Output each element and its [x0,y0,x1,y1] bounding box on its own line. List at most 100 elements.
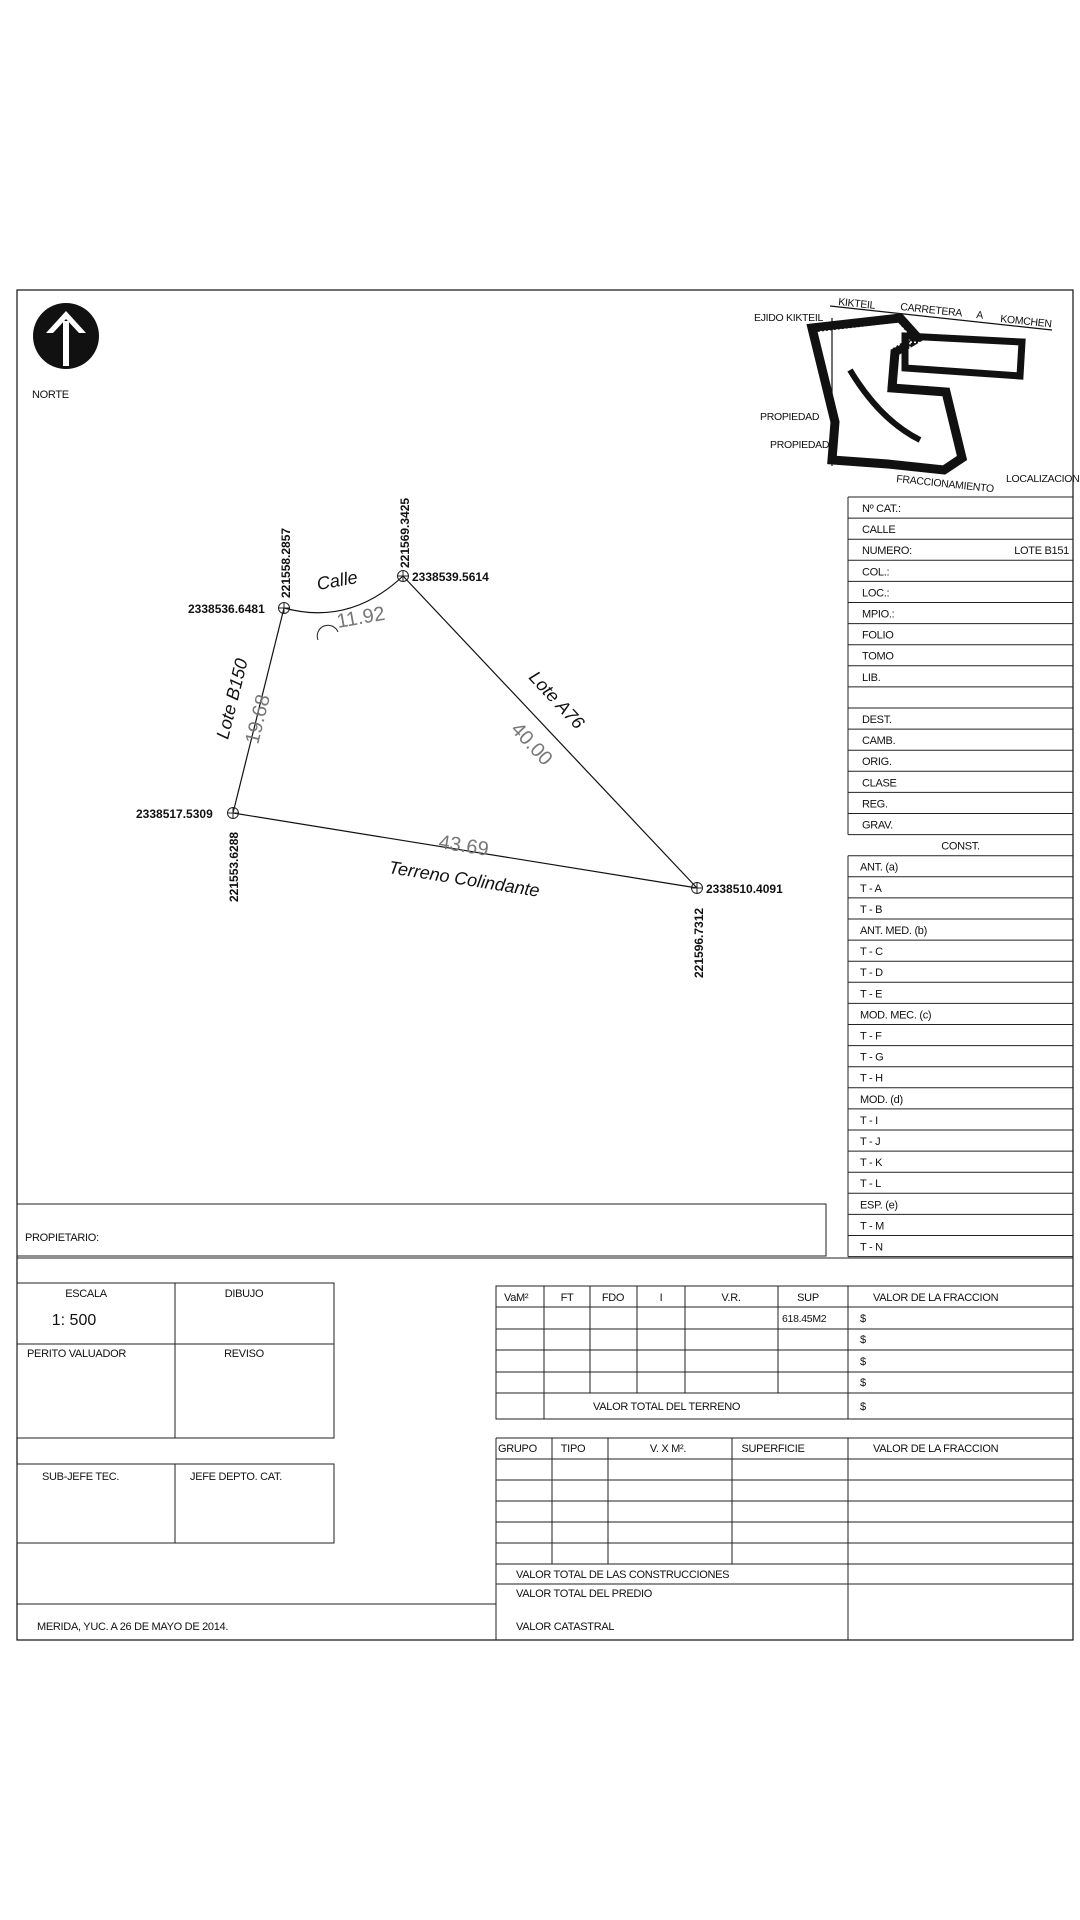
side-a76-length: 40.00 [506,718,556,770]
total-predio-label: VALOR TOTAL DEL PREDIO [516,1588,653,1600]
north-label: NORTE [32,389,69,401]
info-field-row: FOLIO [848,630,1073,646]
info-field-label: CAMB. [862,735,896,747]
const-row-label: ANT. MED. (b) [860,925,927,937]
escala-label: ESCALA [65,1288,108,1300]
land-header-sup: SUP [797,1292,819,1304]
map-label-propiedad-1: PROPIEDAD [760,411,820,423]
land-header-vr: V.R. [721,1292,740,1304]
side-b150-length: 19.68 [242,692,275,746]
info-field-label: MPIO.: [862,609,895,621]
vertex-1-coord-e: 2338536.6481 [188,602,265,616]
side-calle-length: 11.92 [335,603,387,633]
reviso-label: REVISO [224,1348,265,1360]
parcel-side-lote-a76 [402,575,698,889]
const-row-label: MOD. MEC. (c) [860,1009,931,1021]
vertex-4-coord-n: 221553.6288 [227,832,241,902]
side-a76-label: Lote A76 [525,667,589,734]
build-header-superficie: SUPERFICIE [741,1443,804,1455]
info-field-label: TOMO [862,651,894,663]
info-field-label: REG. [862,798,888,810]
const-row-label: T - G [860,1052,883,1064]
vertex-2-coord-e: 2338539.5614 [412,570,489,584]
arc-icon [316,624,339,641]
land-header-fdo: FDO [602,1292,625,1304]
build-header-tipo: TIPO [561,1443,586,1455]
info-field-row: NUMERO: LOTE B151 [848,545,1073,561]
dibujo-label: DIBUJO [225,1288,264,1300]
info-field-label: CLASE [862,777,897,789]
const-row-label: MOD. (d) [860,1094,903,1106]
vertex-marker-icon [278,602,290,614]
road-line [829,305,1053,331]
land-currency-total: $ [860,1401,866,1413]
sheet-border [16,289,1074,1641]
land-header-vam2: VaM² [504,1292,529,1304]
info-field-label: FOLIO [862,630,894,642]
build-header-vxm2: V. X M². [650,1443,687,1455]
info-field-label: NUMERO: [862,545,912,557]
land-currency-2: $ [860,1334,866,1346]
info-field-row: MPIO.: [848,609,1073,625]
const-row-label: T - K [860,1157,883,1169]
subjefe-label: SUB-JEFE TEC. [42,1471,119,1483]
construction-value-table: GRUPO TIPO V. X M². SUPERFICIE VALOR DE … [495,1437,1073,1640]
location-map: EJIDO KIKTEIL KIKTEIL CARRETERA A KOMCHE… [754,296,1080,495]
parcel-side-terreno [232,812,698,889]
side-calle-label: Calle [315,567,359,594]
info-field-row: LIB. [848,672,1073,688]
escala-value: 1: 500 [52,1312,97,1329]
info-field-row: CALLE [848,524,1073,540]
land-sup-value: 618.45M2 [782,1313,827,1325]
const-row-label: T - I [860,1115,878,1127]
info-field-row: DEST. [848,714,1073,730]
info-field-row: GRAV. [848,820,1073,836]
jefe-label: JEFE DEPTO. CAT. [190,1471,282,1483]
info-field-row: LOC.: [848,587,1073,603]
build-header-grupo: GRUPO [498,1443,538,1455]
info-field-label: COL.: [862,566,889,578]
land-header-i: I [660,1292,663,1304]
vertex-3-coord-e: 2338510.4091 [706,882,783,896]
place-date: MERIDA, YUC. A 26 DE MAYO DE 2014. [37,1621,228,1633]
land-currency-4: $ [860,1377,866,1389]
map-label-propiedad-2: PROPIEDAD [770,439,830,451]
info-field-row: CLASE [848,777,1073,793]
land-currency-3: $ [860,1356,866,1368]
info-field-row: CAMB. [848,735,1073,751]
vertex-marker-icon [397,570,409,582]
const-row-label: T - E [860,988,882,1000]
land-currency-1: $ [860,1313,866,1325]
north-arrow: NORTE [32,303,99,401]
signature-block: ESCALA 1: 500 DIBUJO PERITO VALUADOR REV… [16,1282,496,1633]
side-terreno-label: Terreno Colindante [387,857,541,901]
propietario-label: PROPIETARIO: [25,1232,99,1244]
map-label-ejido: EJIDO KIKTEIL [754,312,823,324]
vertex-marker-icon [227,807,239,819]
info-field-value: LOTE B151 [1014,545,1069,557]
info-field-label: LIB. [862,672,881,684]
land-header-valor: VALOR DE LA FRACCION [873,1292,999,1304]
const-row-label: T - F [860,1031,882,1043]
catastral-label: VALOR CATASTRAL [516,1621,614,1633]
const-row-label: T - N [860,1242,883,1254]
land-header-ft: FT [561,1292,574,1304]
perito-label: PERITO VALUADOR [27,1348,126,1360]
const-row-label: T - D [860,967,883,979]
total-constr-label: VALOR TOTAL DE LAS CONSTRUCCIONES [516,1569,729,1581]
info-field-row: COL.: [848,566,1073,582]
map-label-a: A [976,309,984,322]
land-value-table: VaM² FT FDO I V.R. SUP VALOR DE LA FRACC… [495,1285,1074,1420]
info-field-label: LOC.: [862,587,889,599]
const-header: CONST. [941,841,980,853]
vertex-4-coord-e: 2338517.5309 [136,807,213,821]
map-label-fraccionamiento: FRACCIONAMIENTO [896,473,995,495]
map-label-kikteil: KIKTEIL [838,296,877,312]
parcel-side-lote-b150 [232,607,285,814]
info-field-label: Nº CAT.: [862,503,901,515]
const-row-label: T - M [860,1220,884,1232]
north-arrow-icon [46,311,86,333]
const-row-label: T - L [860,1178,881,1190]
const-row-label: ANT. (a) [860,862,898,874]
